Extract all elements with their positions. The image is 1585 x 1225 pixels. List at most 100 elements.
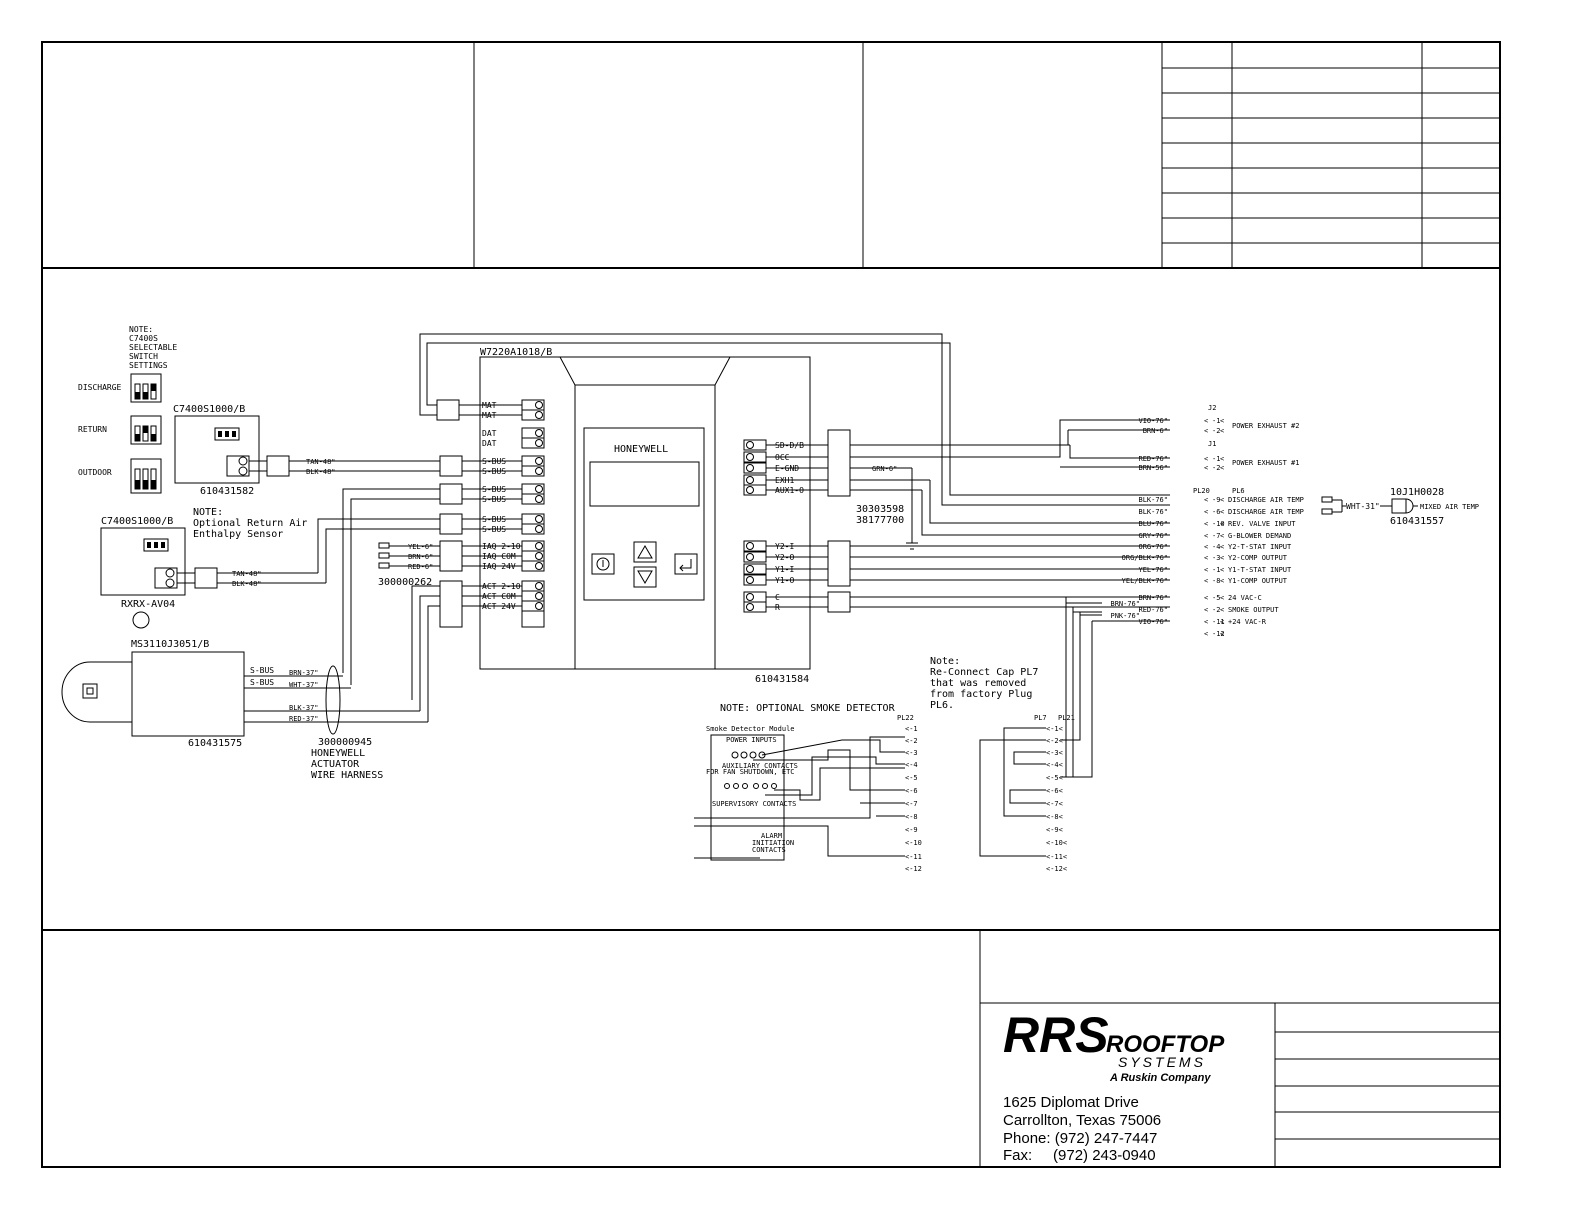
harness-line: HONEYWELL [311, 748, 365, 759]
pl22-pin-list: <-1<-2<-3<-4<-5<-6<-7<-8<-9<-10<-11<-12 [905, 725, 922, 873]
pl21-pin: <-10< [1046, 839, 1067, 847]
connector-pin: < [1204, 520, 1208, 528]
controller-model: W7220A1018/B [480, 347, 552, 358]
down-button[interactable] [633, 566, 657, 588]
pin-description: Y2-COMP OUTPUT [1228, 554, 1288, 562]
pin-number: -3 [1212, 554, 1220, 562]
j1-label: J1 [1208, 440, 1216, 448]
iaq-part: 300000262 [378, 577, 432, 588]
smoke-aux: FOR FAN SHUTDOWN, ETC [706, 768, 795, 776]
pin-number: -1 [1212, 566, 1220, 574]
connector-pin: < [1220, 427, 1224, 435]
connector-pin: < [1220, 464, 1224, 472]
terminal-block [743, 601, 767, 613]
wire-label: ORG-76" [1138, 543, 1168, 551]
connector-pin: < [1204, 496, 1208, 504]
connector-pin: < [1220, 618, 1224, 626]
terminal-screw [535, 552, 543, 560]
harness-line: 300000945 [318, 737, 372, 748]
connector-pin: < [1220, 532, 1224, 540]
terminal-screw [746, 453, 754, 461]
terminal-screw [535, 515, 543, 523]
controller-terminal-label: MAT [482, 401, 497, 410]
right-connectors: GRN-6" 30303598 38177700 [827, 419, 1170, 613]
power-button[interactable] [591, 553, 615, 575]
connector-pin: < [1204, 594, 1208, 602]
pin-description: +24 VAC-R [1228, 618, 1267, 626]
aux-contact-icons [724, 783, 777, 789]
connector-pin: < [1220, 606, 1224, 614]
connector-pin: < [1204, 427, 1208, 435]
pin-description: POWER EXHAUST #1 [1232, 459, 1299, 467]
controller-terminal-label: DAT [482, 429, 497, 438]
connector-pin: < [1220, 594, 1224, 602]
sensor1-wire2: BLK-48" [306, 468, 336, 476]
sensor1-model: C7400S1000/B [173, 404, 245, 415]
terminal-screw [746, 603, 754, 611]
ground-part: 38177700 [856, 515, 904, 526]
terminal-screw [746, 542, 754, 550]
wire-label: VIO-76" [1138, 417, 1168, 425]
connector-pin: < [1204, 464, 1208, 472]
connector-pin: < [1220, 577, 1224, 585]
sensor2-wire2: BLK-48" [232, 580, 262, 588]
pl7-pl21: PL7 PL21 [979, 597, 1093, 857]
pl21-pin: <-8< [1046, 813, 1063, 821]
enthalpy-sensor-1: C7400S1000/B 610431582 TAN-48" BLK-48" [173, 404, 440, 497]
pin-number: -8 [1212, 577, 1220, 585]
terminal-screw [746, 476, 754, 484]
sensor1-part: 610431582 [200, 486, 254, 497]
pl7-note-line: PL6. [930, 700, 954, 711]
pin-number: -5 [1212, 594, 1220, 602]
pin-description: Y1-COMP OUTPUT [1228, 577, 1288, 585]
company-address-line2: Carrollton, Texas 75006 [1003, 1112, 1161, 1129]
enter-button[interactable] [674, 553, 698, 575]
smoke-module: Smoke Detector Module [706, 725, 795, 733]
terminal-block [521, 409, 545, 421]
connector-pin: < [1204, 554, 1208, 562]
terminal-block [743, 462, 767, 474]
terminal-screw [535, 602, 543, 610]
pl22-pin: <-6 [905, 787, 918, 795]
wire-label: ORG/BLK-76" [1122, 554, 1168, 562]
connector-pin: < [1204, 417, 1208, 425]
connector-pin: < [1220, 554, 1224, 562]
smoke-supervisory: SUPERVISORY CONTACTS [712, 800, 796, 808]
pin-number: -1 [1212, 455, 1220, 463]
connector-pin: < [1204, 630, 1208, 638]
power-terminal-icons [731, 751, 766, 759]
actuator-part: 610431575 [188, 738, 242, 749]
terminal-screw [746, 553, 754, 561]
pl21-pin: <-1< [1046, 725, 1063, 733]
connector-pin: < [1220, 496, 1224, 504]
pin-number: -6 [1212, 508, 1220, 516]
terminal-block [743, 551, 767, 563]
pl21-pin: <-6< [1046, 787, 1063, 795]
terminal-block [743, 574, 767, 586]
pin-number: -11 [1212, 618, 1225, 626]
controller-part: 610431584 [755, 674, 809, 685]
dip-switch-discharge [130, 373, 162, 403]
smoke-power: POWER INPUTS [726, 736, 777, 744]
enthalpy-sensor-2: C7400S1000/B NOTE: Optional Return Air E… [100, 507, 440, 629]
pin-description: DISCHARGE AIR TEMP [1228, 496, 1304, 504]
connector-pin: < [1204, 532, 1208, 540]
right-terminal-strip: SD-D/BOCCE-GNDEXH1AUX1-OY2-IY2-OY1-IY1-O… [743, 439, 828, 613]
terminal-screw [535, 495, 543, 503]
pin-description: G-BLOWER DEMAND [1228, 532, 1291, 540]
up-button[interactable] [633, 541, 657, 563]
pin-number: -2 [1212, 464, 1220, 472]
sensor2-note: NOTE: [193, 507, 223, 518]
pin-description: POWER EXHAUST #2 [1232, 422, 1299, 430]
left-connectors [439, 455, 522, 628]
switch-label-discharge: DISCHARGE [78, 383, 122, 392]
terminal-screw [535, 429, 543, 437]
smoke-aux: AUXILIARY CONTACTS [722, 762, 798, 770]
terminal-screw [746, 576, 754, 584]
terminal-screw [746, 486, 754, 494]
pl6-label: PL6 [1232, 487, 1245, 495]
mixed-air-part2: 610431557 [1390, 516, 1444, 527]
terminal-block [521, 437, 545, 449]
terminal-screw [535, 592, 543, 600]
iaq-wire: RED-6" [408, 563, 433, 571]
